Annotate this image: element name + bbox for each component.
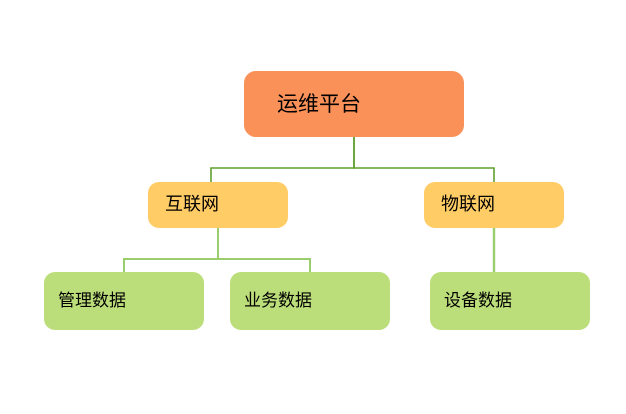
node-iot[interactable]: 物联网 [424,182,564,228]
node-device-data[interactable]: 设备数据 [430,272,590,330]
node-internet-label: 互联网 [165,194,219,215]
node-iot-label: 物联网 [441,194,495,215]
node-mgmt-data-label: 管理数据 [58,290,126,311]
node-root-label: 运维平台 [277,91,361,116]
edge-root-to-iot [353,136,495,183]
node-mgmt-data[interactable]: 管理数据 [44,272,204,330]
node-biz-data-label: 业务数据 [244,290,312,311]
node-root[interactable]: 运维平台 [244,71,464,137]
edge-root-to-internet [210,136,355,183]
node-internet[interactable]: 互联网 [148,182,288,228]
edge-internet-to-biz-data [217,227,311,273]
node-device-data-label: 设备数据 [444,290,512,311]
edge-internet-to-mgmt-data [123,227,219,273]
node-biz-data[interactable]: 业务数据 [230,272,390,330]
